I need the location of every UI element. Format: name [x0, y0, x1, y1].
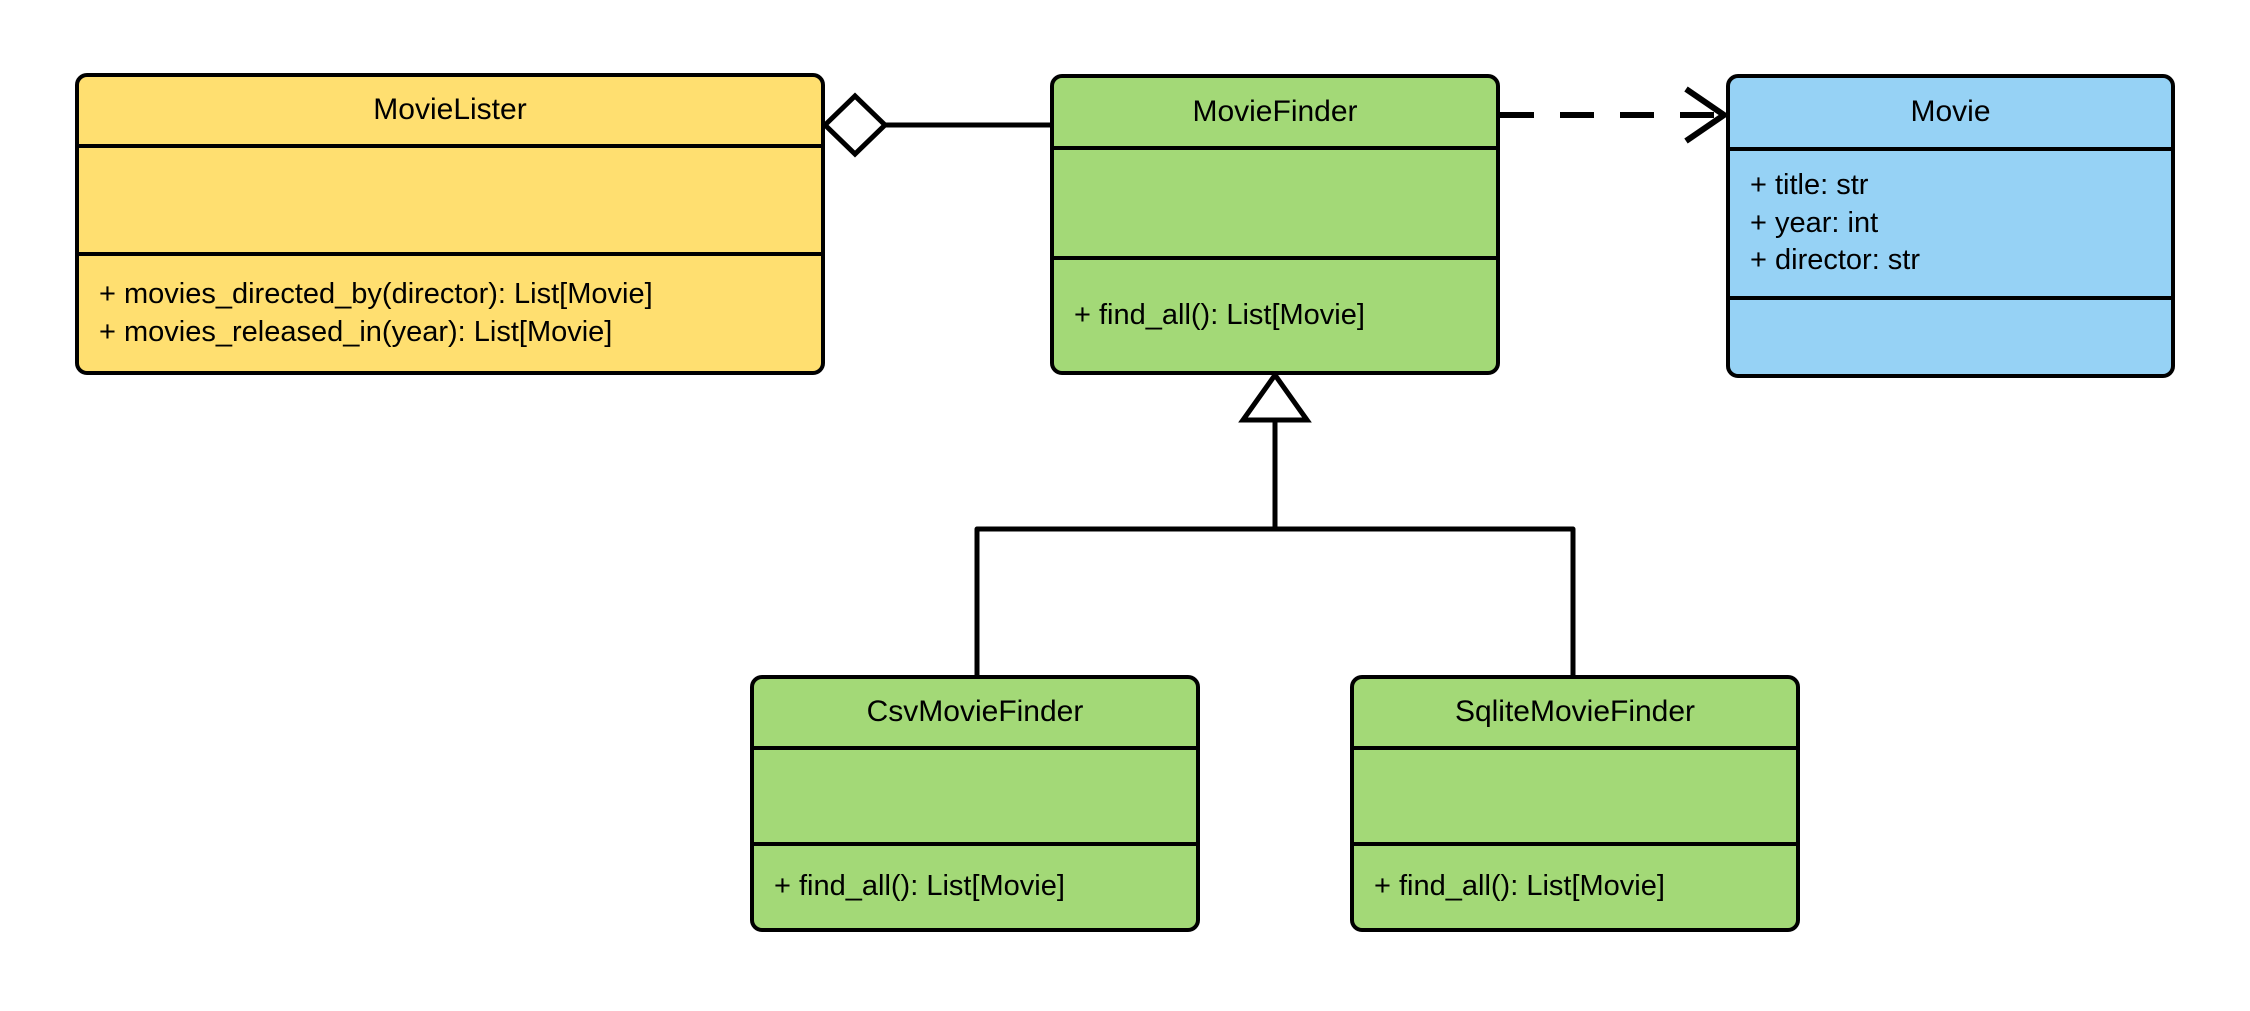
operation-item: + find_all(): List[Movie]: [1374, 870, 1665, 903]
attribute-item: + title: str: [1750, 168, 1869, 201]
class-header-movie: Movie: [1730, 78, 2171, 147]
operation-list-csvmoviefinder: + find_all(): List[Movie]: [754, 868, 1196, 906]
operation-list-moviefinder: + find_all(): List[Movie]: [1054, 297, 1496, 335]
class-operations-movie: [1730, 296, 2171, 374]
dependency-edge-moviefinder-movie: [1500, 86, 1730, 144]
class-box-movie[interactable]: Movie + title: str + year: int + directo…: [1726, 74, 2175, 378]
class-header-sqlitemoviefinder: SqliteMovieFinder: [1354, 679, 1796, 746]
class-name-sqlitemoviefinder: SqliteMovieFinder: [1454, 695, 1696, 729]
operation-item: + find_all(): List[Movie]: [1074, 298, 1365, 331]
aggregation-edge-movielister-moviefinder: [821, 92, 1050, 158]
operation-list-movielister: + movies_directed_by(director): List[Mov…: [79, 276, 821, 351]
class-attributes-movie: + title: str + year: int + director: str: [1730, 147, 2171, 296]
class-attributes-sqlitemoviefinder: [1354, 746, 1796, 842]
class-box-moviefinder[interactable]: MovieFinder + find_all(): List[Movie]: [1050, 74, 1500, 375]
class-attributes-movielister: [79, 144, 821, 252]
open-arrowhead-icon: [1684, 86, 1730, 144]
class-operations-sqlitemoviefinder: + find_all(): List[Movie]: [1354, 842, 1796, 928]
class-name-moviefinder: MovieFinder: [1192, 94, 1358, 128]
class-header-moviefinder: MovieFinder: [1054, 78, 1496, 146]
operation-list-sqlitemoviefinder: + find_all(): List[Movie]: [1354, 868, 1796, 906]
class-header-movielister: MovieLister: [79, 77, 821, 144]
attribute-item: + director: str: [1750, 244, 1921, 277]
generalization-edge-tree: [974, 370, 1576, 675]
class-attributes-moviefinder: [1054, 146, 1496, 256]
class-name-csvmoviefinder: CsvMovieFinder: [866, 695, 1084, 729]
class-operations-csvmoviefinder: + find_all(): List[Movie]: [754, 842, 1196, 928]
attribute-item: + year: int: [1750, 206, 1879, 239]
class-name-movie: Movie: [1910, 95, 1991, 129]
class-operations-movielister: + movies_directed_by(director): List[Mov…: [79, 252, 821, 371]
hollow-triangle-icon: [1238, 370, 1312, 423]
hollow-diamond-icon: [821, 92, 889, 158]
class-attributes-csvmoviefinder: [754, 746, 1196, 842]
class-box-csvmoviefinder[interactable]: CsvMovieFinder + find_all(): List[Movie]: [750, 675, 1200, 932]
class-operations-moviefinder: + find_all(): List[Movie]: [1054, 256, 1496, 371]
attribute-list-movie: + title: str + year: int + director: str: [1730, 167, 2171, 280]
class-header-csvmoviefinder: CsvMovieFinder: [754, 679, 1196, 746]
class-box-movielister[interactable]: MovieLister + movies_directed_by(directo…: [75, 73, 825, 375]
operation-item: + find_all(): List[Movie]: [774, 870, 1065, 903]
class-name-movielister: MovieLister: [373, 93, 527, 127]
class-box-sqlitemoviefinder[interactable]: SqliteMovieFinder + find_all(): List[Mov…: [1350, 675, 1800, 932]
operation-item: + movies_directed_by(director): List[Mov…: [99, 277, 653, 310]
operation-item: + movies_released_in(year): List[Movie]: [99, 315, 613, 348]
